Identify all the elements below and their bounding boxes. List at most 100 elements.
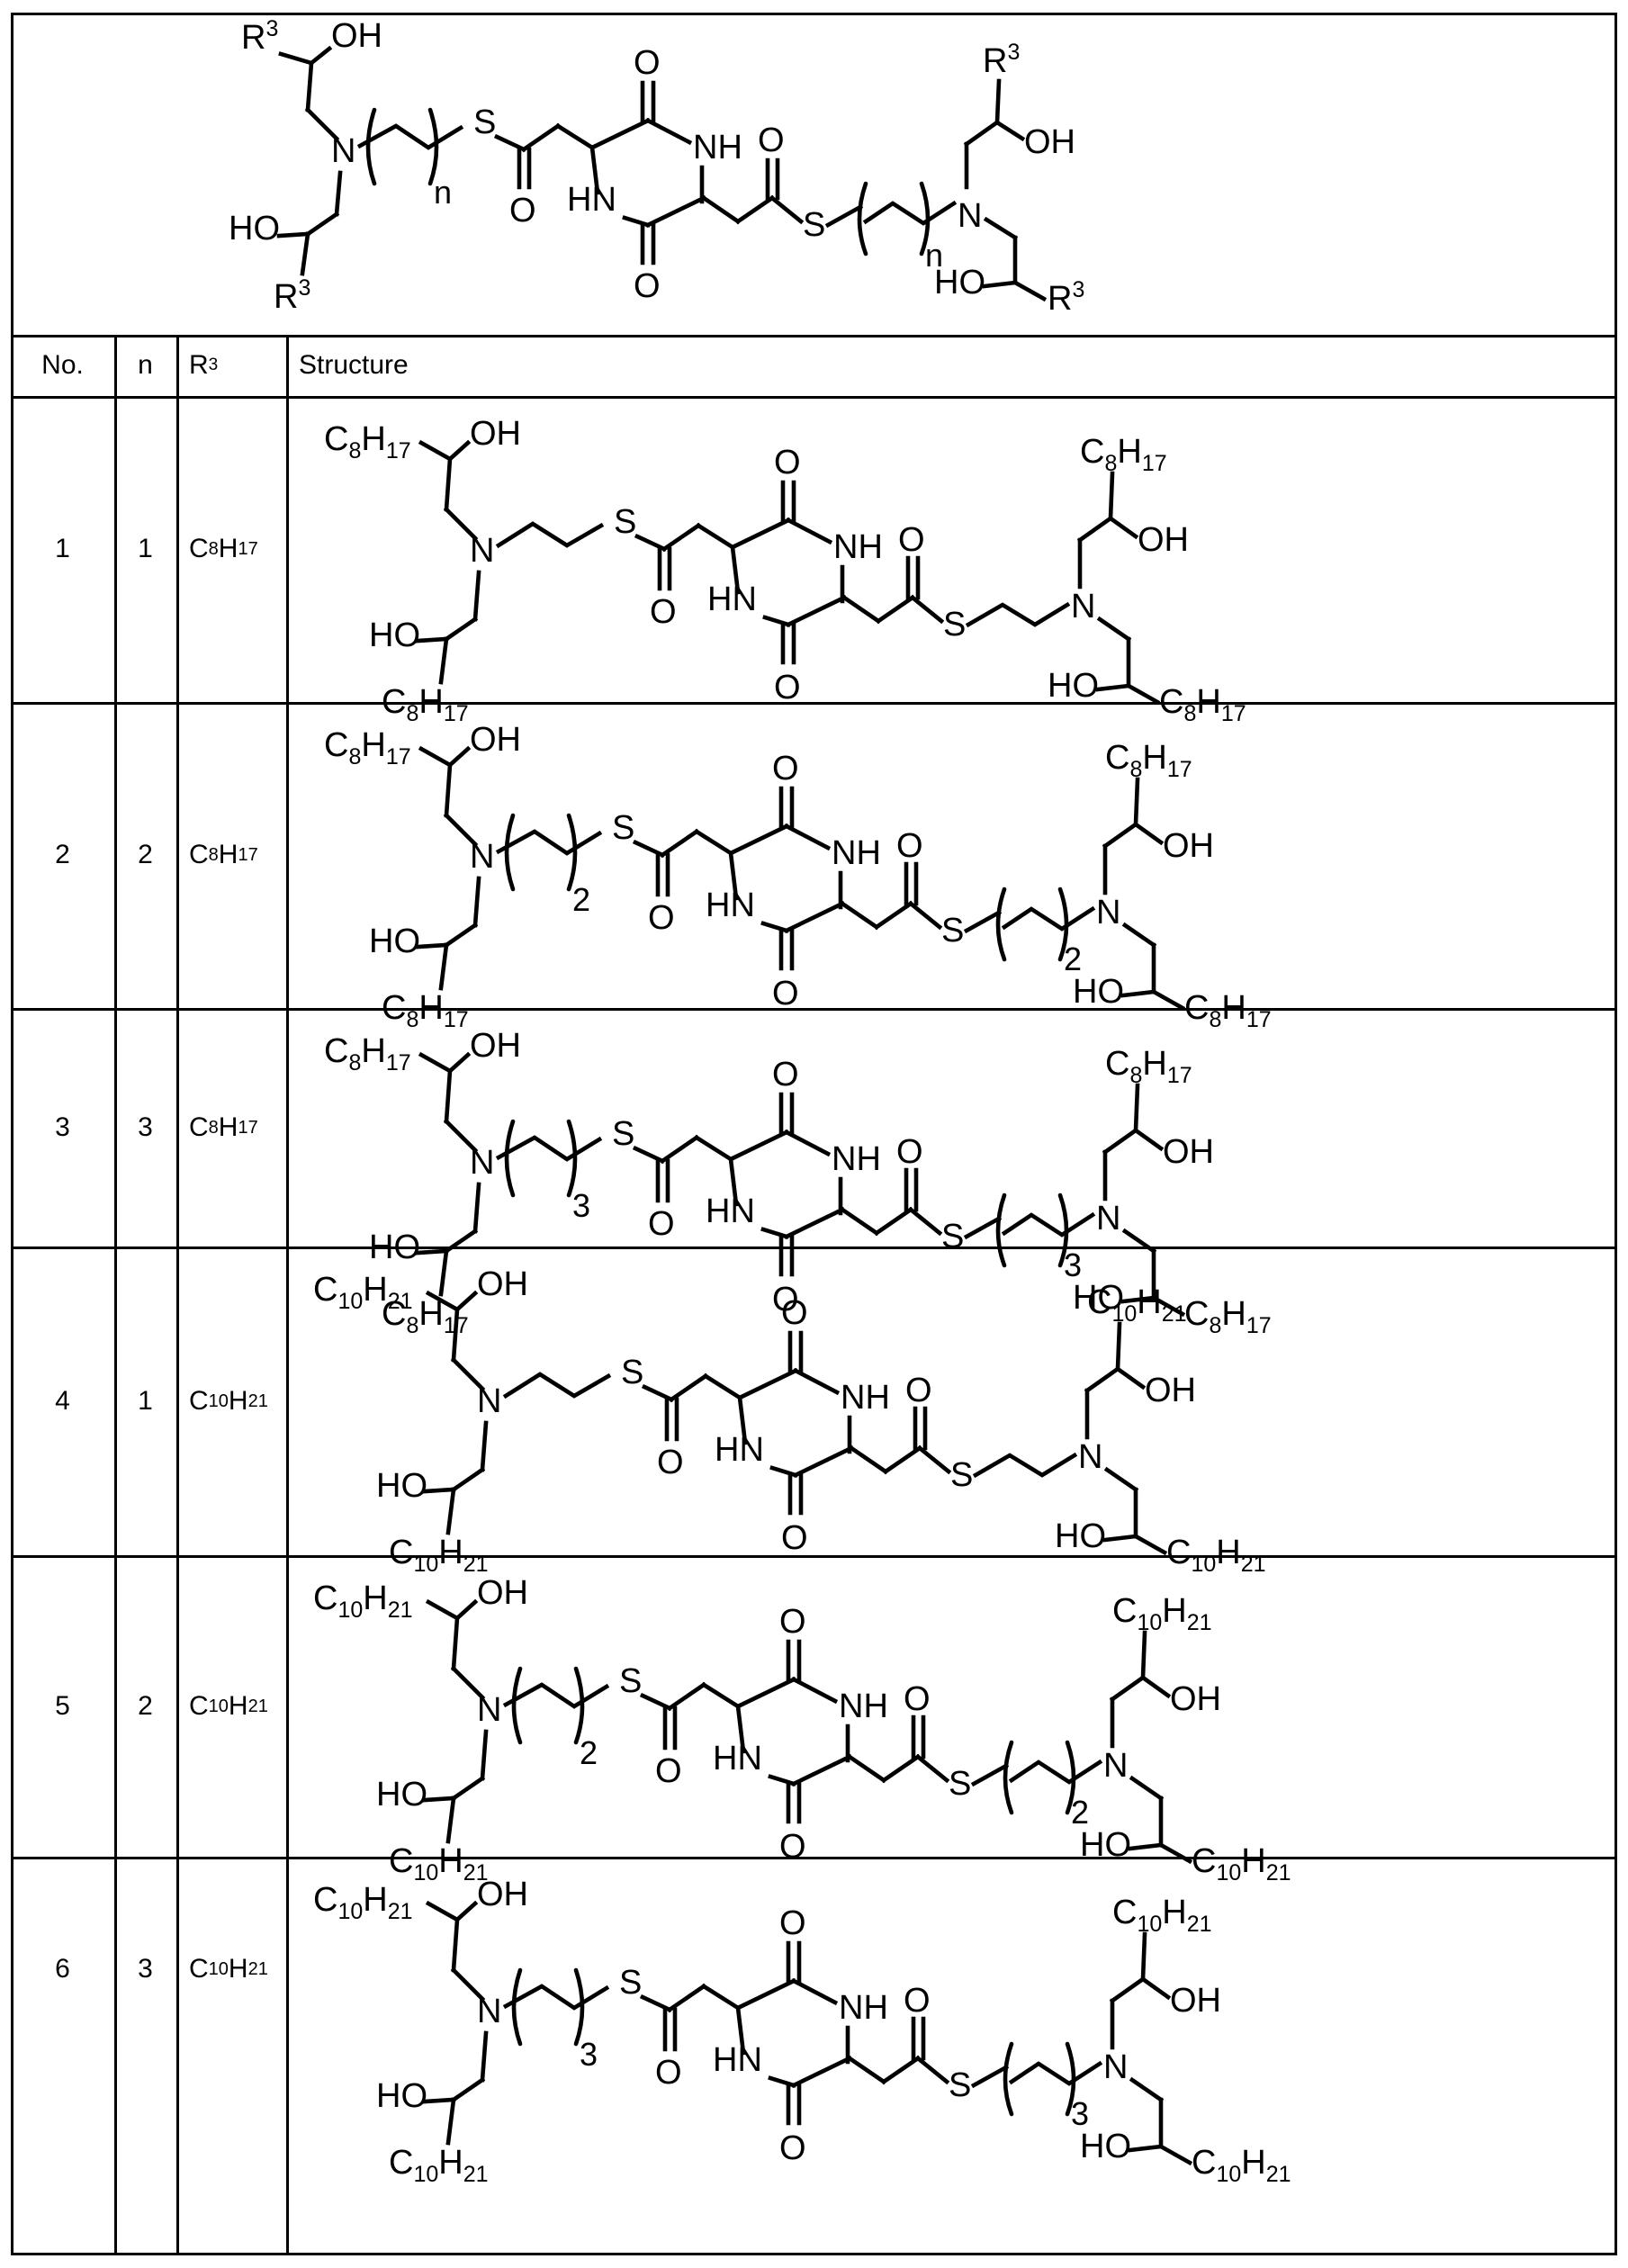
left-bottom-ho: HO [369,1228,420,1266]
right-sulfur: S [950,1456,973,1494]
gen-left-oh: OH [331,17,382,55]
ring-top-o: O [781,1294,808,1332]
right-nitrogen: N [1103,1747,1128,1785]
right-bottom-ho: HO [1073,973,1124,1011]
right-sulfur: S [941,1218,964,1256]
ring-top-o: O [774,444,801,482]
gen-right-r3-bottom: R3 [1048,277,1084,318]
gen-left-r3: R3 [241,16,278,57]
row-6-r3-h: H [228,1954,248,1984]
row-3-r3-h: H [218,1112,238,1142]
right-carbonyl-o: O [898,521,925,559]
left-top-alkyl: C10H21 [313,1580,413,1623]
left-top-alkyl: C8H17 [324,420,411,464]
left-nitrogen: N [470,1144,494,1182]
gen-right-n: N [958,197,982,235]
ring-nh-right: NH [832,1140,881,1178]
left-top-oh: OH [477,1265,528,1303]
right-top-oh: OH [1170,1982,1221,2020]
right-bottom-alkyl: C8H17 [1159,683,1246,726]
header-label-structure: Structure [299,350,409,380]
left-top-oh: OH [477,1574,528,1612]
ring-top-o: O [779,1904,806,1942]
right-bottom-ho: HO [1048,667,1099,705]
row-2-r3-h: H [218,840,238,869]
rule-col-n [176,335,179,2255]
right-top-alkyl: C10H21 [1112,1894,1212,1937]
gen-left-repeat-n: n [434,174,452,211]
right-bottom-alkyl: C10H21 [1192,1842,1291,1886]
right-top-oh: OH [1163,827,1214,865]
ring-nh-right: NH [833,528,883,566]
row-1-no: 1 [11,396,114,702]
ring-bottom-o: O [781,1519,808,1557]
ring-bottom-o: O [772,1281,799,1318]
row-3-r3-c: C [189,1112,209,1142]
left-repeat-count: 3 [580,2036,598,2073]
ring-top-o: O [772,1056,799,1094]
left-carbonyl-o: O [648,1205,675,1243]
left-carbonyl-o: O [657,1444,684,1481]
gen-ring-bottom-o: O [634,267,661,305]
row-5-no: 5 [11,1555,114,1857]
right-bottom-alkyl: C8H17 [1184,989,1272,1032]
ring-bottom-o: O [772,975,799,1012]
row-5-r3-h: H [228,1690,248,1721]
right-bottom-ho: HO [1073,1279,1124,1317]
rule-header-top [13,335,1615,338]
rule-row1 [13,702,1615,705]
ring-hn-left: HN [713,2041,762,2079]
left-top-oh: OH [470,1027,521,1065]
row-4-no-value: 4 [55,1385,70,1416]
ring-nh-right: NH [839,1688,888,1725]
right-repeat-count: 3 [1071,2095,1089,2132]
header-label-r3: R [189,350,209,380]
right-repeat-count: 3 [1064,1246,1082,1283]
row-4-r3-c: C [189,1385,209,1416]
row-3-no: 3 [11,1008,114,1246]
gen-ring-nh: NH [693,129,742,166]
row-4-n: 1 [114,1246,176,1555]
gen-left-s: S [473,104,496,141]
rule-row4 [13,1555,1615,1558]
left-top-oh: OH [477,1876,528,1913]
gen-ring-top-o: O [634,44,661,82]
row-6-no-value: 6 [55,1954,70,1984]
row-2-no: 2 [11,702,114,1008]
right-repeat-count: 2 [1064,940,1082,977]
ring-bottom-o: O [779,1828,806,1866]
row-4-n-value: 1 [138,1385,153,1416]
row-1-no-value: 1 [55,534,70,563]
left-top-oh: OH [470,415,521,453]
row-2-n: 2 [114,702,176,1008]
header-cell-structure: Structure [286,335,1617,396]
right-top-alkyl: C10H21 [1087,1283,1187,1327]
ring-hn-left: HN [706,886,755,924]
left-carbonyl-o: O [650,593,677,631]
row-3-no-value: 3 [55,1112,70,1142]
ring-hn-left: HN [715,1431,764,1469]
right-top-oh: OH [1145,1372,1196,1409]
right-bottom-ho: HO [1055,1517,1106,1555]
right-nitrogen: N [1103,2048,1128,2086]
header-label-n: n [138,350,153,380]
right-bottom-alkyl: C10H21 [1166,1534,1266,1577]
row-4-r3-h: H [228,1385,248,1416]
right-top-alkyl: C8H17 [1080,433,1167,476]
header-label-no: No. [41,350,84,380]
row-5-r3-c: C [189,1690,209,1721]
left-top-alkyl: C8H17 [324,1032,411,1076]
